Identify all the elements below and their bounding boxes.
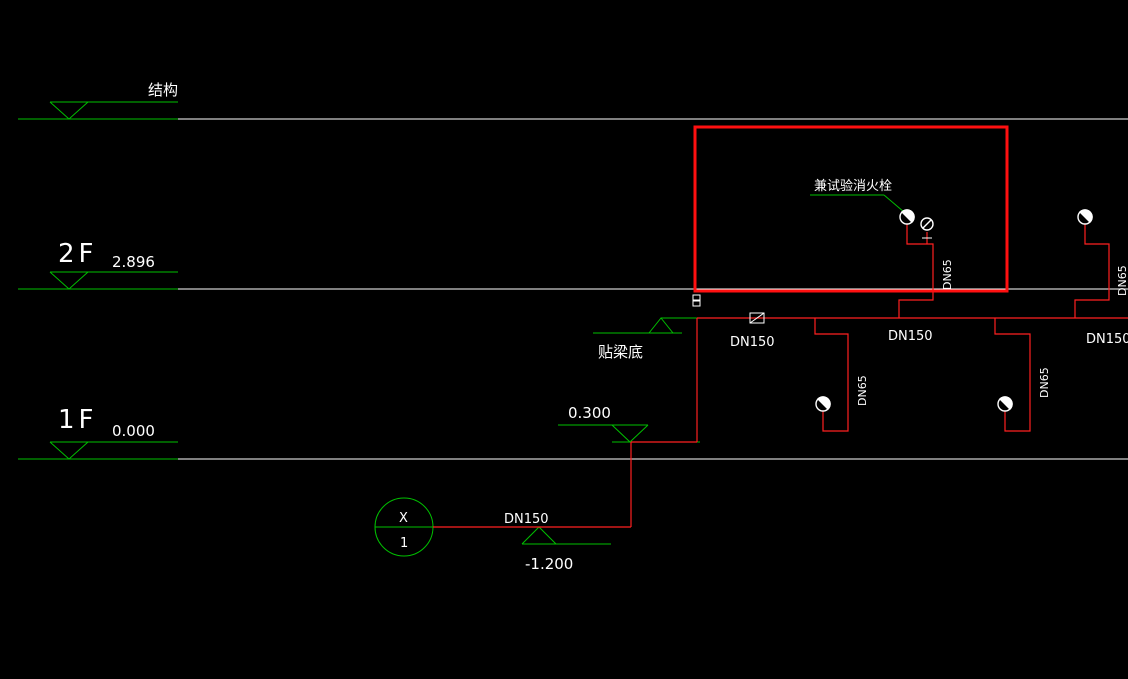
riser-id-bottom: 1 (400, 536, 408, 551)
fire-hydrant-icon-1[interactable] (815, 396, 831, 412)
below-grade-elevation-label: -1.200 (525, 555, 573, 573)
low-elevation-label: 0.300 (568, 404, 611, 422)
structure-level-label: 结构 (148, 81, 178, 99)
test-hydrant-annotation: 兼试验消火栓 (814, 178, 892, 194)
riser-id-top: X (399, 511, 408, 526)
hydrant-symbols (815, 209, 1093, 412)
main-pipe-label-1: DN150 (730, 335, 775, 350)
inlet-pipe-label: DN150 (504, 512, 549, 527)
level-lines (18, 118, 1128, 460)
structure-level-triangle-icon (49, 101, 90, 120)
branch-pipe-label-4: DN65 (1116, 265, 1128, 296)
pressure-gauge-icon[interactable] (920, 217, 934, 231)
fire-hydrant-icon-2[interactable] (997, 396, 1013, 412)
first-floor-name: 1F (58, 405, 98, 435)
riser-valve-icon-2[interactable] (692, 300, 701, 307)
annotation-leader-line (883, 194, 905, 213)
fire-water-piping (433, 224, 1128, 528)
second-floor-level-triangle-icon (49, 271, 90, 290)
branch-pipe-2[interactable] (994, 318, 1031, 432)
fire-hydrant-icon-4[interactable] (1077, 209, 1093, 225)
beam-bottom-label: 贴梁底 (598, 343, 643, 361)
highlight-box[interactable] (693, 125, 1009, 293)
fittings (692, 237, 932, 324)
first-floor-elevation: 0.000 (112, 422, 155, 440)
check-valve-icon[interactable] (749, 312, 765, 324)
branch-pipe-4[interactable] (1074, 224, 1110, 318)
test-fire-hydrant-icon[interactable] (899, 209, 915, 225)
below-grade-elevation-triangle-icon (521, 526, 557, 545)
main-pipe-label-2: DN150 (888, 329, 933, 344)
riser-valve-icon[interactable] (692, 294, 701, 301)
main-pipe-label-3: DN150 (1086, 332, 1128, 347)
branch-pipe-1[interactable] (814, 318, 849, 432)
second-floor-elevation: 2.896 (112, 253, 155, 271)
level-markers (18, 101, 905, 557)
first-floor-level-triangle-icon (49, 441, 90, 460)
branch-pipe-label-2: DN65 (1038, 367, 1051, 398)
beam-bottom-elevation-triangle-icon (648, 317, 674, 334)
branch-pipe-label-1: DN65 (856, 375, 869, 406)
second-floor-name: 2F (58, 239, 98, 269)
low-elevation-triangle-icon (611, 424, 649, 443)
branch-pipe-3[interactable] (898, 224, 934, 318)
branch-pipe-label-3: DN65 (941, 259, 954, 290)
